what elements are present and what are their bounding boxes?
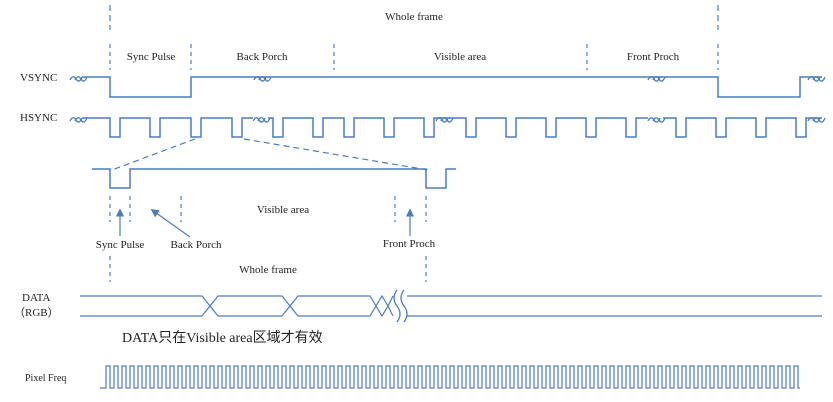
back-porch-arrow [150, 209, 191, 238]
detail-sync-pulse-label: Sync Pulse [96, 239, 145, 251]
data-label: DATA [22, 292, 51, 304]
detail-back-porch-label: Back Porch [170, 239, 222, 251]
pixel-clock-waveform [100, 365, 800, 389]
zoom-line-left [111, 138, 196, 171]
visible-area-label: Visible area [434, 51, 486, 63]
data-validity-note: DATA只在Visible area区域才有效 [122, 330, 323, 346]
hsync-break-marks [69, 117, 826, 123]
vsync-waveform [82, 76, 822, 98]
detail-front-porch-label: Front Proch [383, 238, 436, 250]
back-porch-label: Back Porch [236, 51, 288, 63]
sync-pulse-label: Sync Pulse [127, 51, 176, 63]
pixel-freq-label: Pixel Freq [25, 373, 66, 384]
hsync-label: HSYNC [20, 112, 57, 124]
vsync-label: VSYNC [20, 72, 57, 84]
zoom-line-right [243, 138, 429, 171]
detail-visible-area-label: Visible area [257, 204, 309, 216]
detail-whole-frame-label: Whole frame [239, 264, 297, 276]
detail-waveform [92, 168, 456, 189]
rgb-label: （RGB） [14, 306, 59, 319]
vsync-break-marks [69, 76, 826, 82]
whole-frame-label: Whole frame [385, 11, 443, 23]
front-porch-label: Front Proch [627, 51, 680, 63]
hsync-waveform [82, 117, 822, 138]
data-break-marks [393, 289, 408, 323]
data-bus [80, 294, 822, 318]
